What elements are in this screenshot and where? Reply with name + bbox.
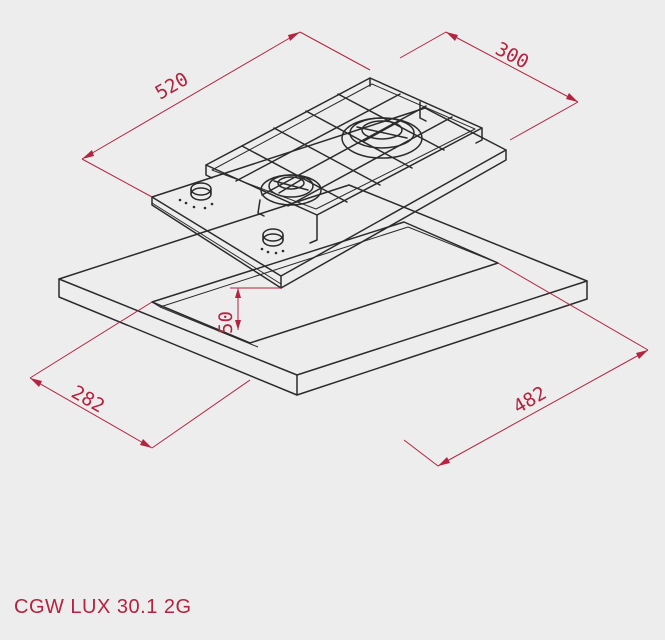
dimension-50-label: 50 xyxy=(215,311,237,334)
countertop xyxy=(58,184,588,396)
dimension-482: 482 xyxy=(403,262,649,467)
model-name: CGW LUX 30.1 2G xyxy=(14,596,192,618)
knob-right xyxy=(260,228,285,255)
dimension-50: 50 xyxy=(215,287,281,334)
pan-support-grid xyxy=(205,77,483,244)
dimension-482-label: 482 xyxy=(510,382,551,418)
knob-left xyxy=(178,182,214,210)
dimension-300-label: 300 xyxy=(492,38,533,74)
countertop-cutout xyxy=(151,221,499,348)
dimension-282-label: 282 xyxy=(68,381,109,417)
dimension-300: 300 xyxy=(399,31,579,141)
burner-large xyxy=(341,117,423,159)
hob-body xyxy=(151,107,507,289)
